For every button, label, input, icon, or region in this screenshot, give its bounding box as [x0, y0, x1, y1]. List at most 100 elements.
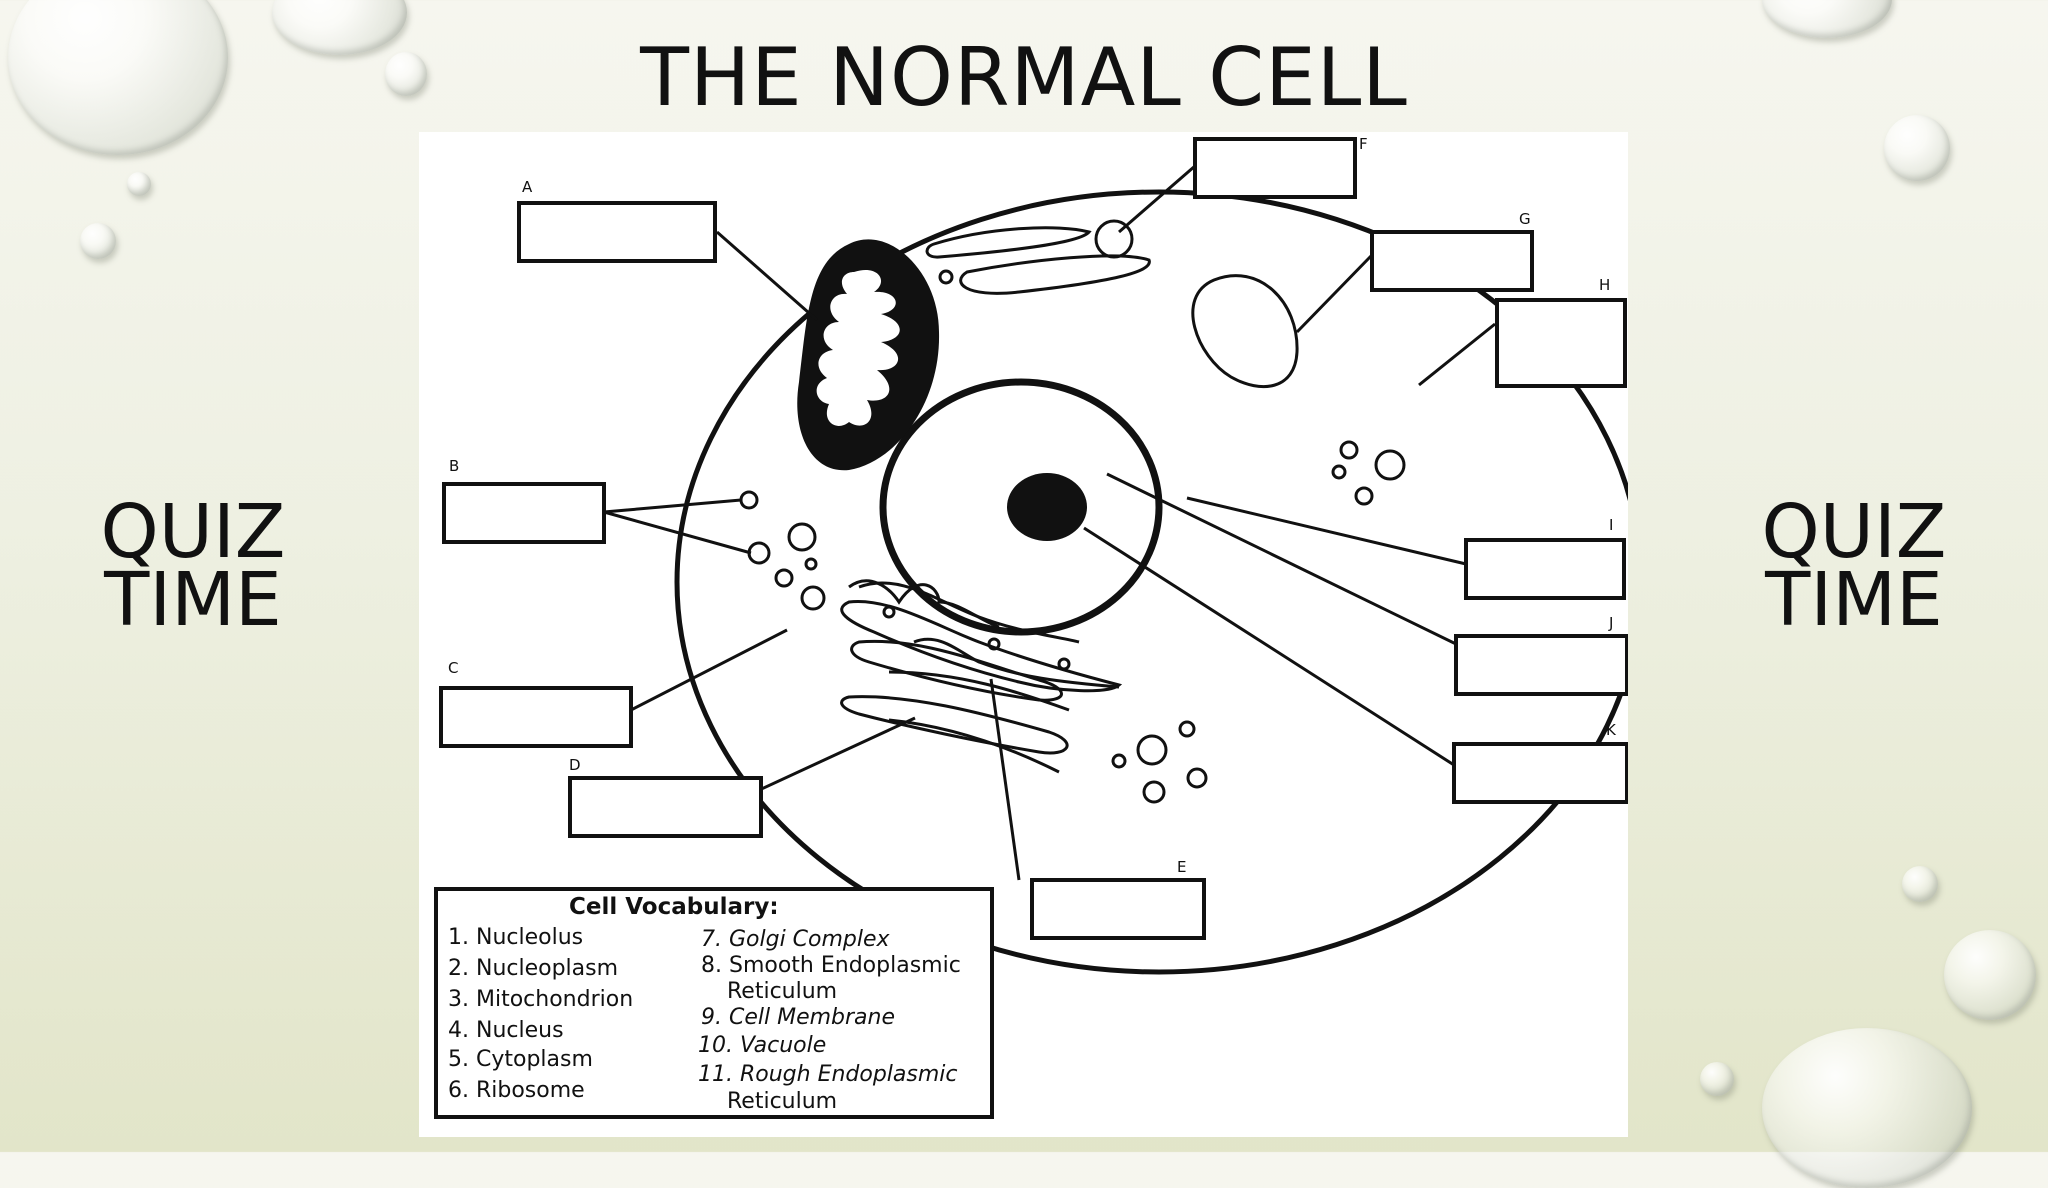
smooth-er [959, 254, 1151, 295]
water-droplet [1762, 0, 1892, 38]
quiz-time-left: QUIZ TIME [63, 489, 323, 643]
box-label: E [1177, 858, 1186, 876]
ribosome [882, 605, 896, 619]
water-droplet [1902, 866, 1938, 902]
water-droplet [1762, 1028, 1972, 1188]
ribosome [739, 490, 759, 510]
vocab-item: 4. Nucleus [448, 1018, 564, 1043]
water-droplet [1700, 1062, 1734, 1096]
leader-line-f [1118, 164, 1196, 234]
quiz-line: QUIZ [100, 489, 286, 575]
quiz-line: QUIZ [1761, 489, 1947, 575]
answer-box-k[interactable] [1452, 742, 1628, 804]
smooth-er [925, 226, 1092, 259]
cell-diagram-panel: A B C D E F G H I J K Cell Vocabulary: 1… [419, 132, 1628, 1137]
leader-line-i [1186, 496, 1467, 566]
answer-box-g[interactable] [1370, 230, 1534, 292]
vocab-item: 5. Cytoplasm [448, 1047, 593, 1072]
answer-box-a[interactable] [517, 201, 717, 263]
vocab-item: Reticulum [727, 1089, 837, 1114]
rough-er [840, 599, 1123, 693]
box-label: G [1519, 210, 1531, 228]
box-label: A [522, 178, 533, 196]
vocab-item: Reticulum [727, 979, 837, 1004]
box-label: F [1359, 135, 1368, 153]
vocab-item: 11. Rough Endoplasmic [698, 1062, 958, 1087]
box-label: K [1606, 721, 1617, 739]
smooth-er [848, 579, 1000, 629]
vocab-item: 1. Nucleolus [448, 925, 583, 950]
ribosome [1136, 734, 1168, 766]
water-droplet [127, 172, 151, 196]
vocab-item: 10. Vacuole [698, 1033, 826, 1058]
answer-box-b[interactable] [442, 482, 606, 544]
vocab-item: 6. Ribosome [448, 1078, 585, 1103]
water-droplet [1884, 115, 1950, 181]
ribosome [987, 637, 1001, 651]
answer-box-f[interactable] [1193, 137, 1357, 199]
ribosome [1057, 657, 1071, 671]
answer-box-c[interactable] [439, 686, 633, 748]
ribosome [938, 269, 954, 285]
time-line: TIME [1765, 557, 1943, 643]
cell-diagram: A B C D E F G H I J K Cell Vocabulary: 1… [434, 135, 1628, 1119]
vocab-item: 8. Smooth Endoplasmic [701, 953, 961, 978]
golgi-complex [888, 718, 1060, 774]
answer-box-h[interactable] [1495, 298, 1627, 388]
ribosome [787, 522, 817, 552]
answer-box-e[interactable] [1030, 878, 1206, 940]
leader-line-e [989, 678, 1021, 881]
ribosome [1094, 219, 1134, 259]
ribosome [1142, 780, 1166, 804]
nucleolus [1007, 473, 1087, 541]
water-droplet [8, 0, 228, 155]
leader-line-g [1295, 254, 1373, 334]
box-label: B [449, 457, 459, 475]
ribosome [1331, 464, 1347, 480]
box-label: D [569, 756, 581, 774]
box-label: I [1609, 516, 1613, 534]
ribosome [747, 541, 771, 565]
ribosome [1339, 440, 1359, 460]
answer-box-d[interactable] [568, 776, 763, 838]
golgi-complex [888, 670, 1070, 712]
ribosome [1186, 767, 1208, 789]
water-droplet [385, 52, 427, 96]
ribosome [1178, 720, 1196, 738]
leader-line-k [1083, 526, 1455, 767]
ribosome [1374, 449, 1406, 481]
box-label: J [1608, 614, 1613, 632]
vocab-item: 7. Golgi Complex [701, 927, 891, 952]
vocab-item: 2. Nucleoplasm [448, 956, 618, 981]
ribosome [800, 585, 826, 611]
ribosome [774, 568, 794, 588]
leader-line-b [603, 510, 752, 555]
vocab-item: 9. Cell Membrane [701, 1005, 895, 1030]
leader-line-b [603, 498, 742, 514]
nucleus [879, 378, 1163, 636]
leader-line-j [1106, 472, 1457, 646]
smooth-er [913, 637, 1120, 689]
golgi-complex [840, 695, 1069, 755]
slide-title: THE NORMAL CELL [640, 31, 1408, 124]
ribosome [1354, 486, 1374, 506]
ribosome [1111, 753, 1127, 769]
cell-membrane [674, 189, 1628, 975]
box-label: C [448, 659, 458, 677]
answer-box-j[interactable] [1454, 634, 1628, 696]
time-line: TIME [104, 557, 282, 643]
box-label: H [1599, 276, 1610, 294]
vocab-item: 3. Mitochondrion [448, 987, 633, 1012]
answer-box-i[interactable] [1464, 538, 1626, 600]
quiz-time-right: QUIZ TIME [1724, 489, 1984, 643]
water-droplet [80, 223, 116, 259]
vacuole [1191, 274, 1299, 389]
mitochondrion-cristae [816, 270, 900, 426]
water-droplet [1944, 930, 2036, 1020]
vocabulary-box [434, 887, 994, 1119]
leader-line-h [1418, 322, 1496, 387]
leader-line-c [630, 628, 788, 712]
ribosome [804, 557, 818, 571]
leader-line-a [716, 230, 818, 322]
vocabulary-title: Cell Vocabulary: [569, 894, 779, 920]
